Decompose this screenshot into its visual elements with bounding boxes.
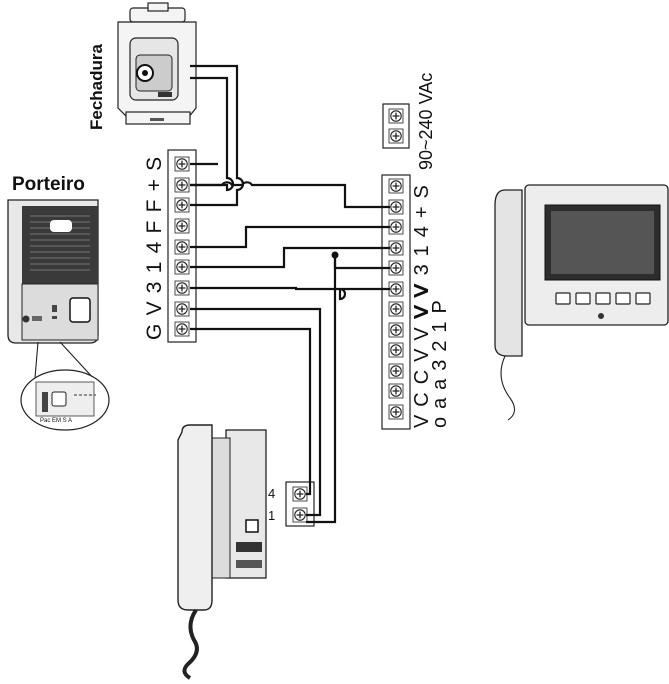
- svg-text:Pac EM S A: Pac EM S A: [40, 418, 72, 424]
- porteiro-detail-zoom: Pac EM S A: [20, 341, 110, 431]
- intercom-panel-icon: [7, 199, 99, 344]
- wiring: [190, 64, 390, 524]
- screw-terminal-icon: [174, 156, 190, 337]
- porteiro-label: Porteiro: [12, 174, 85, 195]
- handset-pin-4-label: 4: [268, 486, 275, 501]
- door-lock-icon: [117, 2, 197, 125]
- video-monitor-icon: [494, 184, 669, 421]
- fechadura-label: Fechadura: [87, 43, 106, 130]
- porteiro-terminal-labels: G V 3 1 4 F F + S: [143, 156, 166, 340]
- handset-pin-1-label: 1: [268, 508, 275, 523]
- monitor-terminal-labels-col2: o a a 3 2 1 P: [429, 299, 451, 428]
- interphone-handset-icon: [177, 424, 267, 680]
- monitor-terminal-labels-col1: V C C V V V V: [411, 283, 433, 428]
- monitor-terminal-labels-right: V V 3 1 4 + S: [411, 184, 433, 318]
- power-label: 90~240 VAc: [416, 73, 436, 170]
